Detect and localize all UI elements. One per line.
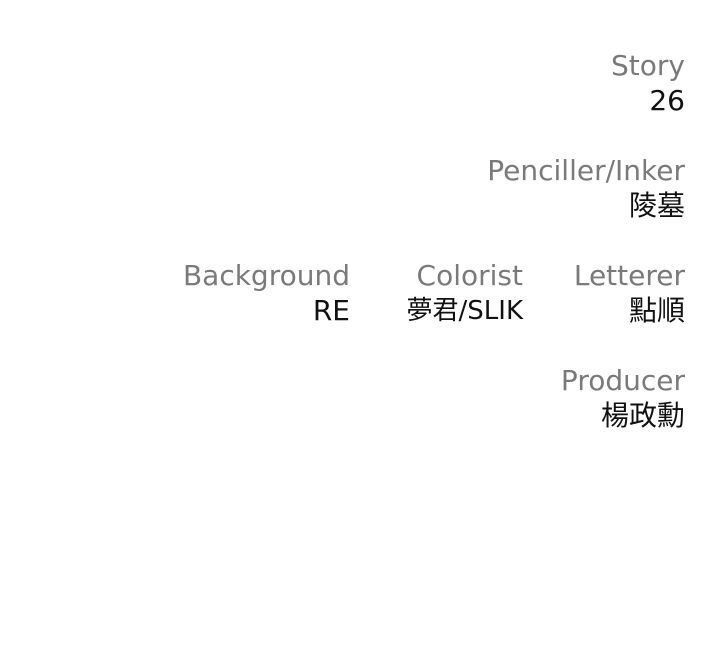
credit-penciller-inker: Penciller/Inker 陵墓: [487, 153, 685, 223]
name-background: RE: [312, 294, 350, 327]
role-label-letterer: Letterer: [573, 259, 685, 292]
credit-story: Story 26: [611, 48, 685, 118]
role-label-story: Story: [611, 49, 685, 82]
credit-producer: Producer 楊政勳: [561, 363, 685, 433]
credit-colorist: Colorist 夢君/SLIK: [407, 258, 523, 328]
role-label-producer: Producer: [560, 364, 685, 397]
name-penciller-inker: 陵墓: [628, 189, 685, 222]
credit-background: Background RE: [183, 258, 350, 328]
role-label-penciller-inker: Penciller/Inker: [487, 154, 685, 187]
role-label-background: Background: [182, 259, 350, 292]
role-label-colorist: Colorist: [416, 259, 523, 292]
name-producer: 楊政勳: [600, 399, 685, 432]
name-letterer: 點順: [628, 294, 685, 327]
name-colorist: 夢君/SLIK: [406, 296, 523, 326]
credit-letterer: Letterer 點順: [574, 258, 685, 328]
name-story: 26: [649, 84, 685, 117]
